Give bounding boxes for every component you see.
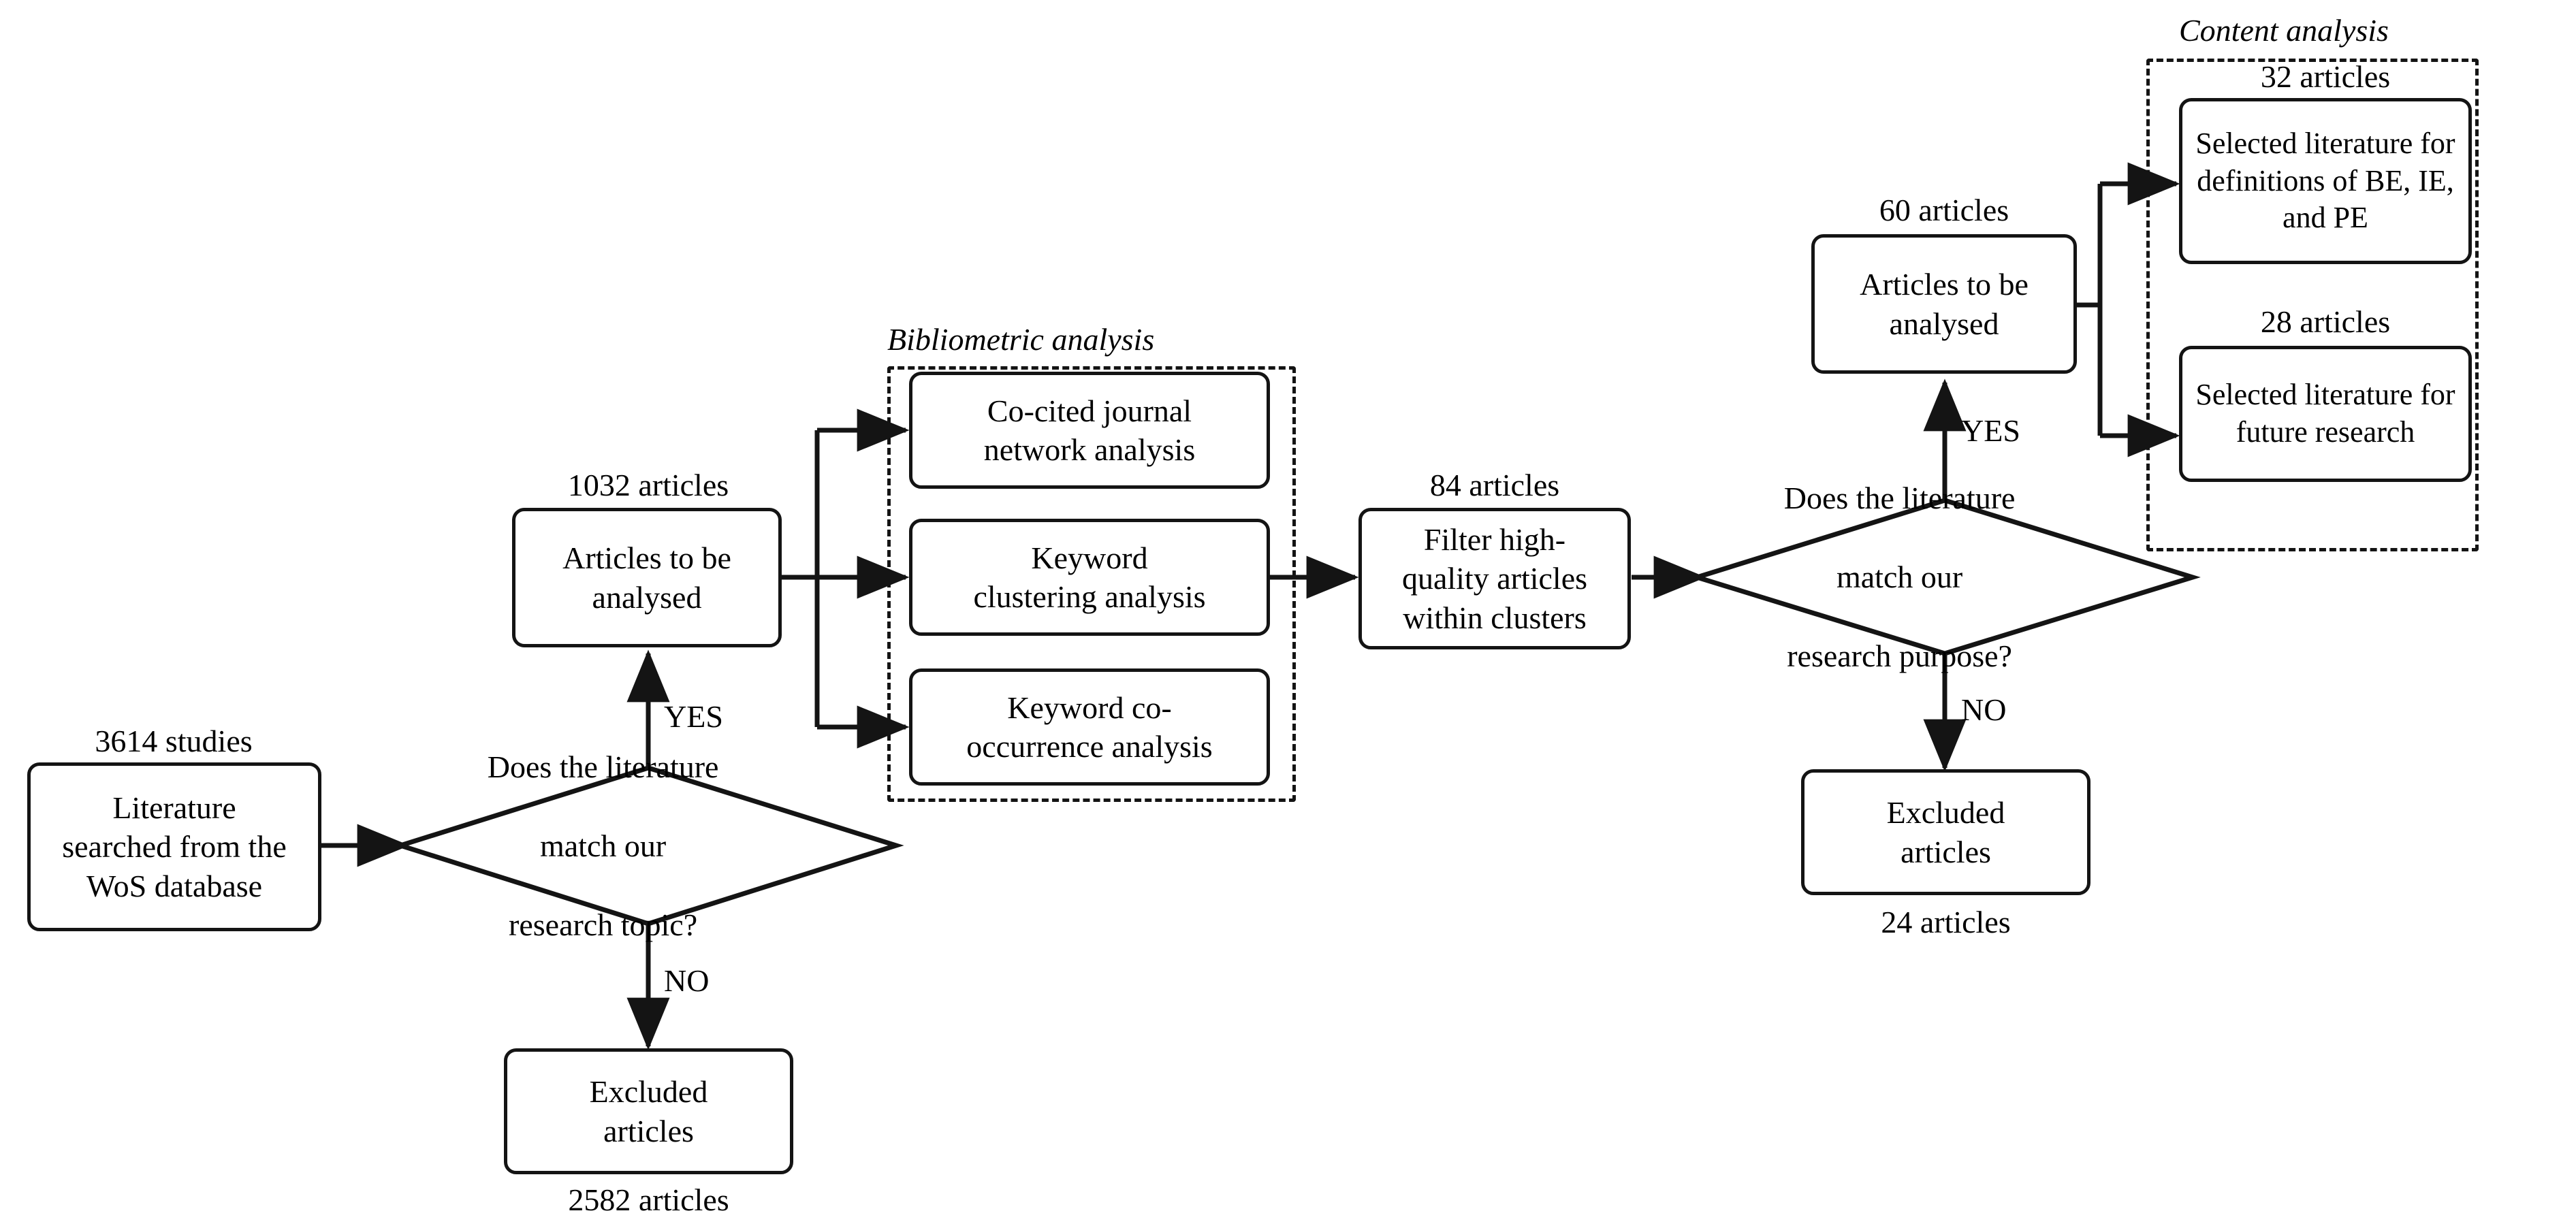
analysed-1-caption: 1032 articles (567, 468, 729, 502)
decision-1[interactable]: Does the literature match our research t… (400, 749, 896, 942)
node-keyword-co-occurrence-analysis[interactable]: Keyword co- occurrence analysis (909, 668, 1270, 786)
node-source-literature[interactable]: Literature searched from the WoS databas… (27, 762, 321, 931)
future-line1: Selected literature for (2195, 378, 2455, 412)
definitions-line2: definitions of BE, IE, (2197, 163, 2454, 197)
decision-1-text: Does the literature match our research t… (400, 749, 896, 942)
decision-2[interactable]: Does the literature match our research p… (1697, 481, 2193, 673)
source-caption: 3614 studies (95, 724, 253, 758)
excluded-1-caption-below: 2582 articles (568, 1182, 729, 1217)
source-line3: WoS database (86, 868, 263, 903)
decision-1-line1: Does the literature (487, 749, 719, 785)
group-bibliometric-analysis-title: Bibliometric analysis (887, 322, 1155, 357)
excluded-1-line1: Excluded (589, 1074, 708, 1110)
node-articles-to-be-analysed-2[interactable]: Articles to be analysed (1811, 234, 2077, 374)
group-content-analysis (2146, 59, 2479, 551)
clustering-line1: Keyword (1031, 540, 1148, 575)
filter-line2: quality articles (1401, 561, 1588, 596)
analysed-1-line2: analysed (592, 579, 702, 615)
future-caption: 28 articles (2260, 304, 2391, 339)
analysed-2-line2: analysed (1889, 306, 1999, 341)
analysed-1-line1: Articles to be (562, 541, 731, 576)
node-excluded-articles-1[interactable]: Excluded articles (504, 1048, 793, 1174)
definitions-caption: 32 articles (2260, 59, 2391, 94)
node-selected-literature-future-research[interactable]: Selected literature for future research (2179, 346, 2472, 482)
source-line2: searched from the (62, 829, 287, 865)
analysed-2-line1: Articles to be (1860, 267, 2029, 302)
edge-label-no-1: NO (664, 963, 710, 998)
cocited-line2: network analysis (983, 432, 1196, 467)
future-line2: future research (2236, 415, 2415, 449)
decision-2-line2: match our (1836, 560, 1963, 595)
clustering-line2: clustering analysis (973, 579, 1206, 614)
node-articles-to-be-analysed-1[interactable]: Articles to be analysed (512, 508, 782, 647)
cooccurrence-line1: Keyword co- (1007, 690, 1172, 725)
definitions-line1: Selected literature for (2195, 127, 2455, 161)
excluded-1-line2: articles (603, 1113, 694, 1148)
edge-label-yes-1: YES (664, 699, 723, 734)
node-excluded-articles-2[interactable]: Excluded articles (1801, 769, 2090, 895)
edge-label-no-2: NO (1961, 692, 2007, 727)
cooccurrence-line2: occurrence analysis (966, 729, 1213, 764)
excluded-2-line2: articles (1901, 834, 1991, 869)
analysed-2-caption: 60 articles (1879, 193, 2009, 227)
source-line1: Literature (112, 790, 236, 826)
node-co-cited-journal-network-analysis[interactable]: Co-cited journal network analysis (909, 372, 1270, 489)
node-selected-literature-definitions[interactable]: Selected literature for definitions of B… (2179, 98, 2472, 264)
excluded-2-caption-below: 24 articles (1881, 905, 2011, 939)
decision-2-text: Does the literature match our research p… (1697, 481, 2193, 673)
group-content-analysis-title: Content analysis (2179, 13, 2389, 48)
group-bibliometric-analysis (887, 366, 1296, 802)
filter-caption: 84 articles (1429, 468, 1560, 502)
decision-1-line3: research topic? (509, 907, 698, 942)
decision-2-line3: research purpose? (1787, 638, 2012, 673)
decision-1-line2: match our (539, 828, 667, 864)
node-filter-high-quality-articles[interactable]: Filter high- quality articles within clu… (1358, 508, 1631, 649)
decision-2-line1: Does the literature (1783, 481, 2016, 516)
definitions-line3: and PE (2283, 201, 2368, 235)
filter-line1: Filter high- (1423, 522, 1566, 558)
filter-line3: within clusters (1403, 600, 1587, 635)
edge-label-yes-2: YES (1961, 413, 2020, 448)
excluded-2-line1: Excluded (1886, 795, 2005, 830)
cocited-line1: Co-cited journal (987, 393, 1192, 428)
node-keyword-clustering-analysis[interactable]: Keyword clustering analysis (909, 519, 1270, 636)
